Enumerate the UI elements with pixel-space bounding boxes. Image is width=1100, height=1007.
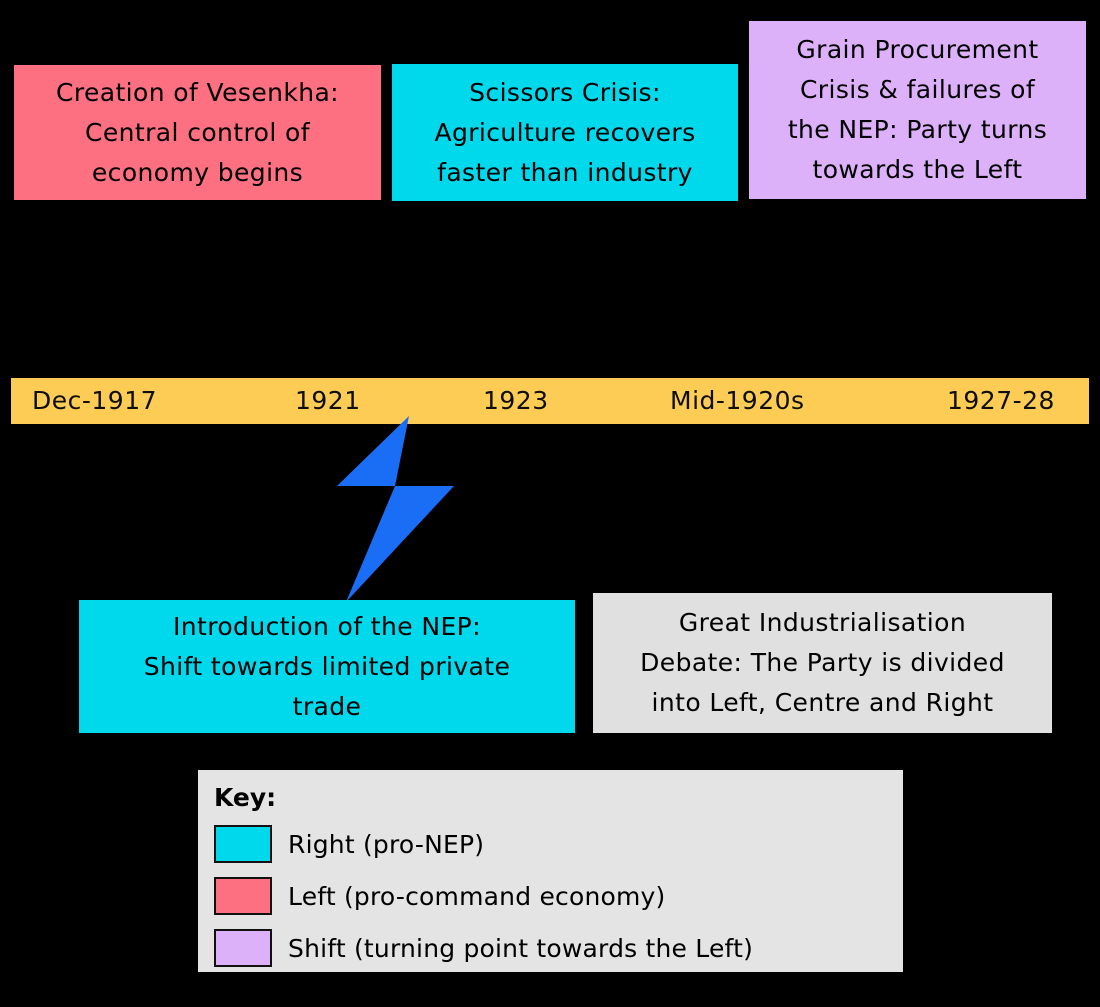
- key-item-shift: Shift (turning point towards the Left): [214, 922, 903, 974]
- key-title: Key:: [214, 783, 277, 812]
- timeline-bar: Dec-1917 1921 1923 Mid-1920s 1927-28: [11, 378, 1089, 424]
- timeline-tick-1921: 1921: [295, 386, 361, 415]
- key-item-right: Right (pro-NEP): [214, 818, 903, 870]
- event-card-text: Great Industrialisation Debate: The Part…: [640, 608, 1005, 717]
- event-card-grain-procurement-crisis: Grain Procurement Crisis & failures of t…: [749, 21, 1086, 199]
- event-card-introduction-of-nep: Introduction of the NEP: Shift towards l…: [79, 600, 575, 733]
- event-card-text: Introduction of the NEP: Shift towards l…: [143, 611, 511, 721]
- lightning-bolt-icon: [337, 416, 454, 602]
- key-swatch-left: [214, 877, 272, 915]
- key-label-left: Left (pro-command economy): [288, 881, 666, 911]
- timeline-tick-dec-1917: Dec-1917: [32, 386, 158, 415]
- key-label-shift: Shift (turning point towards the Left): [288, 933, 754, 963]
- timeline-tick-1923: 1923: [483, 386, 549, 415]
- key-item-left: Left (pro-command economy): [214, 870, 903, 922]
- event-card-text: Scissors Crisis: Agriculture recovers fa…: [434, 77, 696, 187]
- key-swatch-shift: [214, 929, 272, 967]
- event-card-vesenkha: Creation of Vesenkha: Central control of…: [14, 65, 381, 200]
- event-card-text: Grain Procurement Crisis & failures of t…: [787, 35, 1048, 184]
- lightning-bolt-shape: [337, 416, 454, 602]
- key-label-right: Right (pro-NEP): [288, 829, 485, 859]
- event-card-scissors-crisis: Scissors Crisis: Agriculture recovers fa…: [392, 64, 738, 201]
- timeline-tick-1927-28: 1927-28: [947, 386, 1055, 415]
- event-card-great-industrialisation-debate: Great Industrialisation Debate: The Part…: [593, 593, 1052, 733]
- key-swatch-right: [214, 825, 272, 863]
- timeline-tick-mid-1920s: Mid-1920s: [670, 386, 805, 415]
- key-legend: Key: Right (pro-NEP) Left (pro-command e…: [198, 770, 903, 972]
- event-card-text: Creation of Vesenkha: Central control of…: [55, 77, 340, 187]
